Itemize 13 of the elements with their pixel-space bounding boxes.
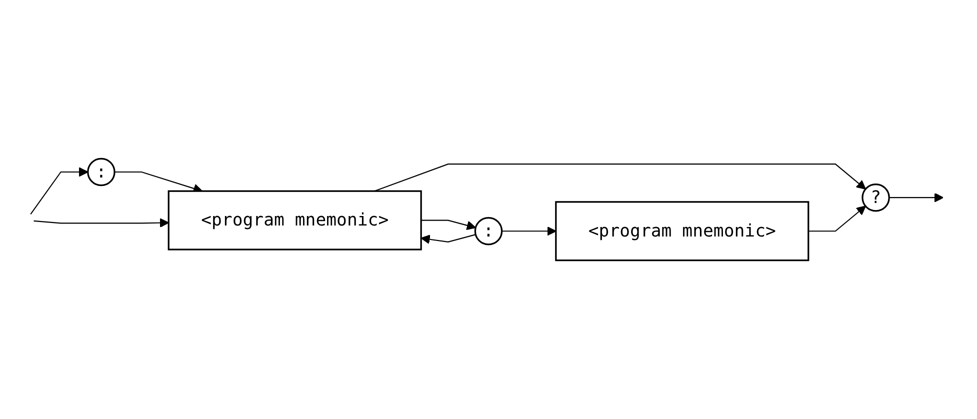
node-circle: : <box>87 158 116 186</box>
arrow <box>420 234 476 244</box>
arrow <box>421 220 476 230</box>
node-circle: : <box>474 216 503 246</box>
node-circle: ? <box>862 183 890 212</box>
node-box: <program mnemonic> <box>555 201 810 262</box>
arrow <box>808 206 866 232</box>
arrow <box>30 167 88 214</box>
arrow <box>502 226 556 236</box>
node-box: <program mnemonic> <box>168 190 422 250</box>
arrow <box>34 218 170 228</box>
arrow <box>374 164 866 192</box>
arrow <box>889 192 944 202</box>
